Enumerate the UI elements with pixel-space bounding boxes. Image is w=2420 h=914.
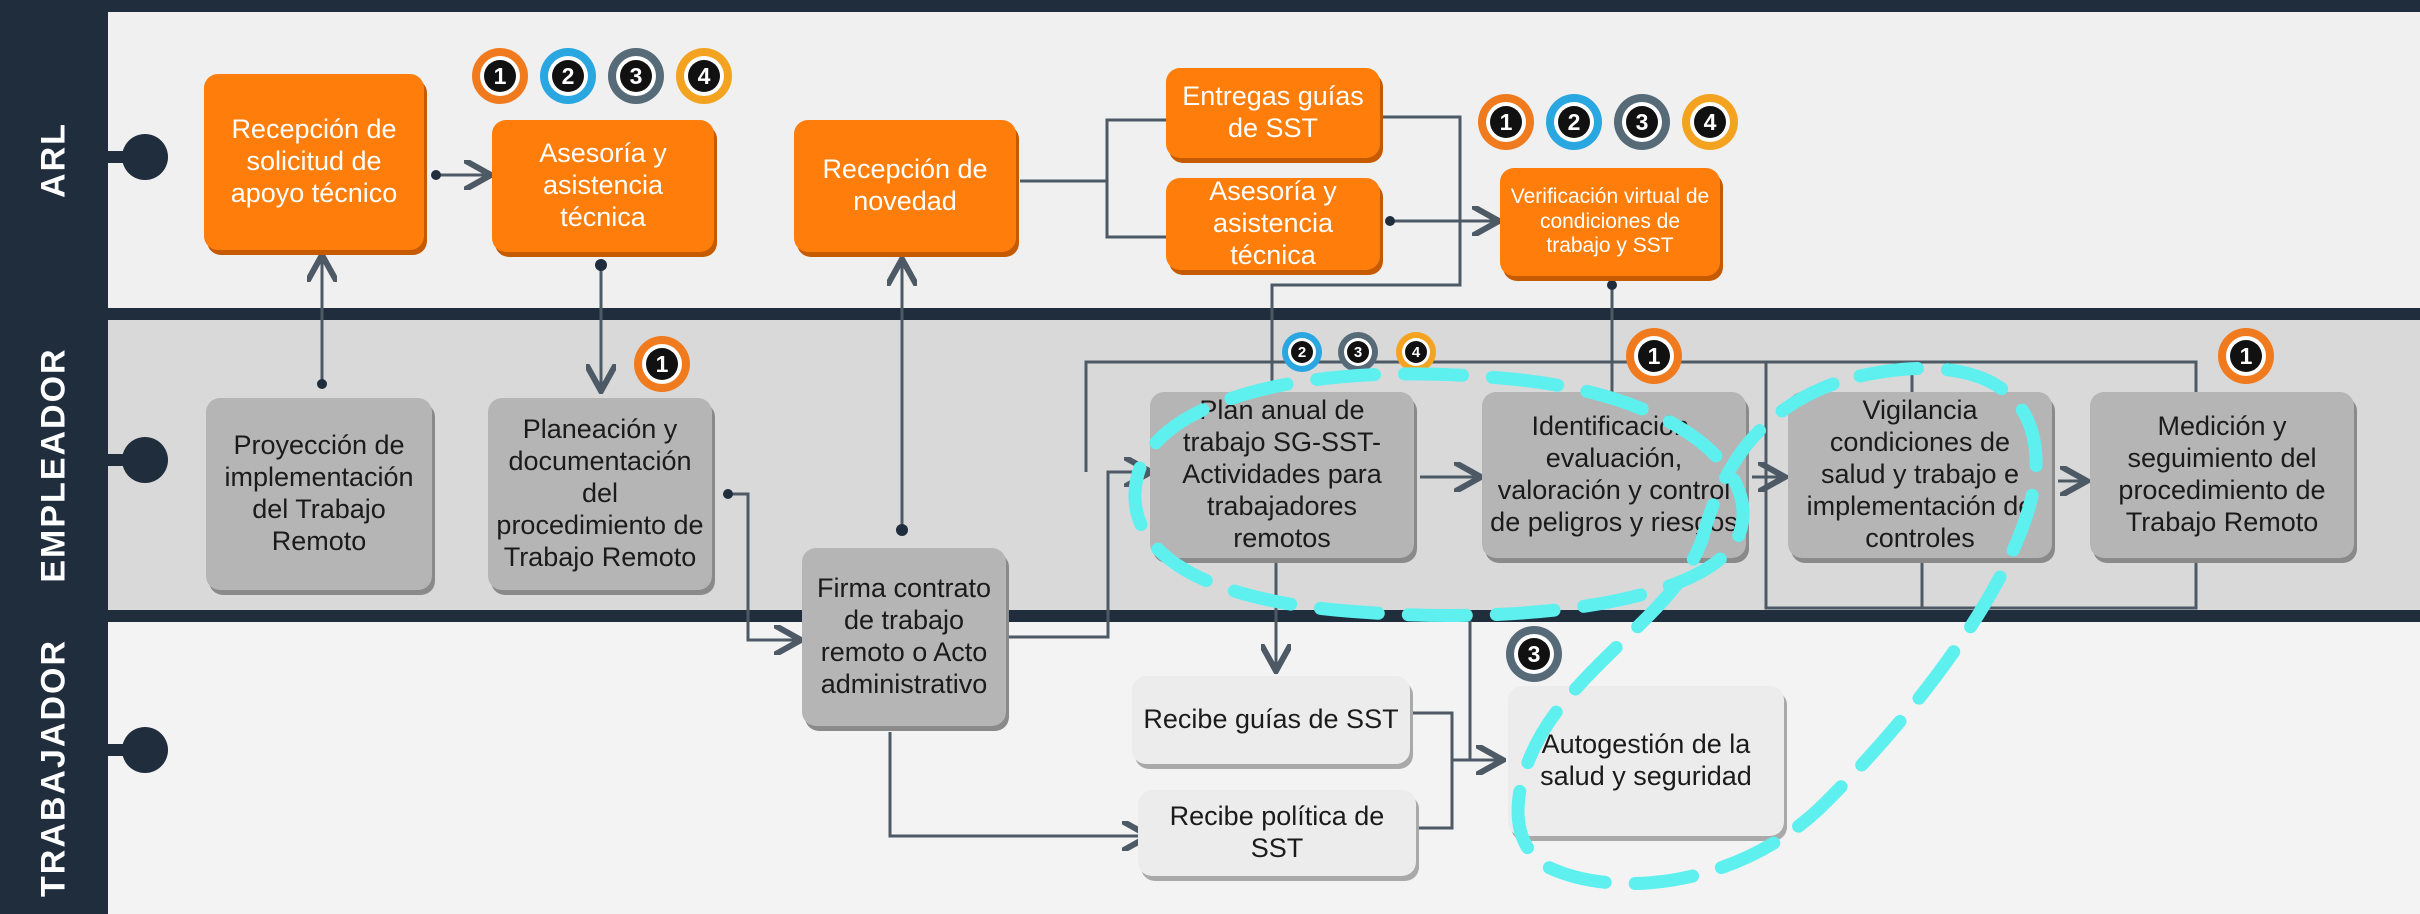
badge-2: 2: [540, 48, 596, 104]
node-autogestion: Autogestión de la salud y seguridad: [1508, 686, 1784, 836]
node-planeacion: Planeación y documentación del procedimi…: [488, 398, 712, 590]
arl-start-event: [122, 134, 168, 180]
node-asesoria-1: Asesoría y asistencia técnica: [492, 120, 714, 252]
flow-novedad-to-entregas: [1105, 120, 1194, 181]
badge-number: 3: [1626, 106, 1658, 138]
badge-number: 4: [688, 60, 720, 92]
node-asesoria-1-label: Asesoría y asistencia técnica: [539, 138, 667, 232]
connector-dot: [317, 379, 327, 389]
node-autogestion-label: Autogestión de la salud y seguridad: [1540, 729, 1752, 791]
node-recepcion-novedad-label: Recepción de novedad: [822, 154, 988, 216]
flow-entregas-down: [1270, 115, 1462, 392]
lane-header-trabajador: TRABAJADOR: [0, 622, 108, 914]
badge-number: 1: [1638, 340, 1670, 372]
node-recibe-guias-label: Recibe guías de SST: [1143, 704, 1399, 735]
node-recepcion-solicitud: Recepción de solicitud de apoyo técnico: [204, 74, 424, 250]
node-verificacion-virtual-label: Verificación virtual de condiciones de t…: [1510, 184, 1710, 258]
empleador-start-event: [122, 437, 168, 483]
node-entregas-guias-label: Entregas guías de SST: [1182, 81, 1364, 143]
badge-number: 3: [620, 60, 652, 92]
node-medicion: Medición y seguimiento del procedimiento…: [2090, 392, 2354, 558]
node-planeacion-label: Planeación y documentación del procedimi…: [496, 414, 704, 572]
node-entregas-guias: Entregas guías de SST: [1166, 68, 1380, 158]
badge-number: 3: [1347, 341, 1369, 363]
node-identificacion: Identificación, evaluación, valoración y…: [1482, 392, 1746, 558]
node-recibe-guias: Recibe guías de SST: [1132, 676, 1410, 764]
flow-firma-to-politica: [888, 732, 1146, 836]
lane-header-empleador: EMPLEADOR: [0, 320, 108, 610]
badge-number: 1: [1490, 106, 1522, 138]
flow-guias-to-autogestion: [1410, 711, 1454, 830]
node-vigilancia-label: Vigilancia condiciones de salud y trabaj…: [1806, 395, 2034, 553]
flow-firma-to-plan: [1006, 472, 1148, 639]
connector-dot: [1607, 280, 1617, 290]
badge-3-autogestion: 3: [1506, 626, 1562, 682]
flow-planeacion-to-firma: [728, 492, 798, 640]
node-asesoria-2-label: Asesoría y asistencia técnica: [1209, 176, 1337, 270]
badge-number: 2: [552, 60, 584, 92]
node-vigilancia: Vigilancia condiciones de salud y trabaj…: [1788, 392, 2052, 558]
trabajador-start-event: [122, 727, 168, 773]
badge-1-identificacion: 1: [1626, 328, 1682, 384]
badge-number: 1: [2230, 340, 2262, 372]
node-recibe-politica: Recibe política de SST: [1138, 790, 1416, 876]
node-proyeccion-label: Proyección de implementación del Trabajo…: [224, 430, 414, 556]
badge-1: 1: [472, 48, 528, 104]
node-identificacion-label: Identificación, evaluación, valoración y…: [1490, 411, 1738, 537]
connector-dot: [896, 524, 908, 536]
badge-number: 1: [646, 348, 678, 380]
node-plan-anual: Plan anual de trabajo SG-SST- Actividade…: [1150, 392, 1414, 558]
badge-number: 2: [1558, 106, 1590, 138]
badge-number: 1: [484, 60, 516, 92]
badge-number: 3: [1518, 638, 1550, 670]
badge-4: 4: [676, 48, 732, 104]
node-recibe-politica-label: Recibe política de SST: [1169, 801, 1385, 863]
badge-1-planeacion: 1: [634, 336, 690, 392]
badge-2: 2: [1546, 94, 1602, 150]
connector-dot: [1385, 216, 1395, 226]
node-proyeccion: Proyección de implementación del Trabajo…: [206, 398, 432, 590]
connector-dot: [431, 170, 441, 180]
node-recepcion-novedad: Recepción de novedad: [794, 120, 1016, 252]
node-asesoria-2: Asesoría y asistencia técnica: [1166, 176, 1380, 270]
node-medicion-label: Medición y seguimiento del procedimiento…: [2118, 411, 2326, 537]
connector-dot: [595, 259, 607, 271]
node-plan-anual-label: Plan anual de trabajo SG-SST- Actividade…: [1182, 395, 1382, 553]
connector-dot: [723, 489, 733, 499]
badge-number: 4: [1694, 106, 1726, 138]
node-firma-contrato: Firma contrato de trabajo remoto o Acto …: [802, 548, 1006, 726]
node-verificacion-virtual: Verificación virtual de condiciones de t…: [1500, 168, 1720, 276]
badge-4: 4: [1682, 94, 1738, 150]
badge-number: 4: [1405, 341, 1427, 363]
badge-3: 3: [608, 48, 664, 104]
lane-header-arl: ARL: [0, 12, 108, 308]
node-recepcion-solicitud-label: Recepción de solicitud de apoyo técnico: [230, 114, 398, 208]
badge-3: 3: [1614, 94, 1670, 150]
flow-novedad-to-asesoria2: [1105, 181, 1194, 237]
badge-number: 2: [1291, 341, 1313, 363]
badge-3-plan: 3: [1338, 332, 1378, 372]
badge-2-plan: 2: [1282, 332, 1322, 372]
badge-4-plan: 4: [1396, 332, 1436, 372]
badge-1-medicion: 1: [2218, 328, 2274, 384]
node-firma-contrato-label: Firma contrato de trabajo remoto o Acto …: [816, 573, 992, 699]
badge-1: 1: [1478, 94, 1534, 150]
